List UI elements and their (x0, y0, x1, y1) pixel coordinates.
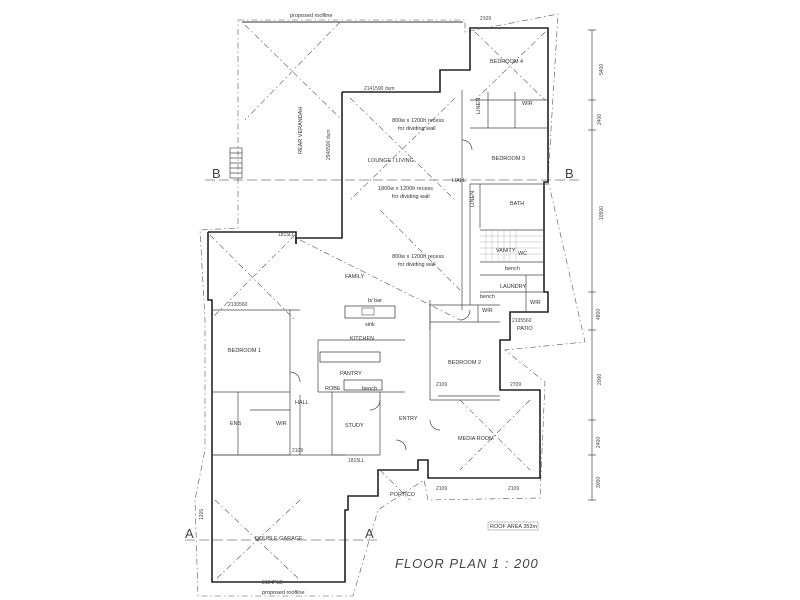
pantry-label: PANTRY (340, 371, 362, 377)
dim-8: 2109 (436, 382, 447, 388)
patio-label: PATIO (517, 326, 533, 332)
recess1b-note: for dividing wall (398, 126, 436, 132)
scale-4: 4800 (596, 309, 602, 320)
recess3-note: 800w x 1200h recess (392, 254, 444, 260)
room-labels: REAR VERANDAH LOUNGE / LIVING FAMILY BED… (228, 59, 541, 542)
recess3b-note: for dividing wall (398, 262, 436, 268)
wir-laundry-label: WIR (530, 300, 541, 306)
dim-3: 2130560 (228, 302, 248, 308)
study-label: STUDY (345, 423, 364, 429)
section-b2-label: B (565, 166, 575, 181)
lounge-label: LOUNGE / LIVING (368, 158, 414, 164)
bedroom2-label: BEDROOM 2 (448, 360, 481, 366)
wir-bed1-label: WIR (276, 421, 287, 427)
scale-2: 2400 (597, 114, 603, 125)
bedroom4-label: BEDROOM 4 (490, 59, 523, 65)
plan-notes: 800w x 1200h recess for dividing wall 18… (262, 13, 539, 596)
robe-label: ROBE (325, 386, 341, 392)
right-dimension-bar: 5400 2400 10500 4800 2000 2400 3000 (588, 29, 605, 501)
laundry-label: LAUNDRY (500, 284, 527, 290)
plan-title: FLOOR PLAN 1 : 200 (395, 556, 539, 571)
proposed-roofline-top: proposed roofline (290, 13, 333, 19)
veranda-steps (229, 147, 243, 179)
wir-bed4-label: WIR (522, 101, 533, 107)
family-label: FAMILY (345, 274, 364, 280)
recess2b-note: for dividing wall (392, 194, 430, 200)
scale-6: 2400 (596, 437, 602, 448)
linen2-label: LINEN (470, 191, 476, 207)
vanity-label: VANITY (496, 248, 516, 254)
kitchen-label: KITCHEN (350, 336, 374, 342)
bedroom1-label: BEDROOM 1 (228, 348, 261, 354)
hall-label: HALL (452, 178, 466, 184)
dim-10: 2135560 (512, 318, 532, 324)
dim-14: 2109 (292, 448, 303, 454)
dim-4: 1815LL (278, 232, 295, 238)
section-line-b: B B (205, 166, 580, 181)
dim-6: 2109 (436, 486, 447, 492)
scale-7: 3000 (596, 477, 602, 488)
dim-9: 1815LL (348, 458, 365, 464)
internal-walls (212, 90, 548, 456)
recess2-note: 1800w x 1200h recess (378, 186, 433, 192)
dim-12: 2109 (480, 16, 491, 22)
rear-veranda-label: REAR VERANDAH (298, 107, 304, 154)
ens-label: ENS (230, 421, 242, 427)
wc-label: WC (518, 251, 527, 257)
hall2-label: HALL (295, 400, 309, 406)
sink-label: sink (365, 322, 375, 328)
bbar-label: b/ bar (368, 298, 382, 304)
wir-bed2-label: WIR (482, 308, 493, 314)
portico-label: PORTICO (390, 492, 416, 498)
dim-5: 2184PLD (262, 580, 283, 586)
bath-tiling (480, 230, 544, 262)
kitchen-fixtures (319, 305, 396, 391)
scale-3: 10500 (599, 206, 605, 220)
roof-hip-lines (209, 21, 546, 581)
bench-pantry-label: bench (362, 386, 377, 392)
linen-label: LINEN (476, 98, 482, 114)
garage-label: DOUBLE GARAGE (255, 536, 303, 542)
dimension-labels: 2141590 dum 2946590 dum 2130560 1815LL 2… (199, 16, 532, 586)
scale-5: 2000 (597, 374, 603, 385)
roof-area-note: ROOF AREA 353m (490, 524, 537, 530)
door-swings (289, 139, 473, 451)
scale-1: 5400 (599, 64, 605, 75)
bath-label: BATH (510, 201, 524, 207)
media-label: MEDIA ROOM (458, 436, 494, 442)
section-a-label: A (185, 526, 195, 541)
section-a2-label: A (365, 526, 375, 541)
proposed-roofline-bottom: proposed roofline (262, 590, 305, 596)
dim-7: 2109 (508, 486, 519, 492)
bedroom3-label: BEDROOM 3 (492, 156, 525, 162)
dim-13: 1205 (199, 509, 205, 520)
dim-1: 2141590 dum (364, 86, 395, 92)
external-walls (207, 27, 549, 583)
bench-hall-label: bench (480, 294, 495, 300)
bench-laundry-label: bench (505, 266, 520, 272)
entry-label: ENTRY (399, 416, 418, 422)
dim-11: 2709 (510, 382, 521, 388)
section-b-label: B (212, 166, 222, 181)
recess1-note: 800w x 1200h recess (392, 118, 444, 124)
roofline-outline (194, 13, 586, 597)
section-line-a: A A (185, 526, 378, 541)
dim-2: 2946590 dum (326, 129, 332, 160)
